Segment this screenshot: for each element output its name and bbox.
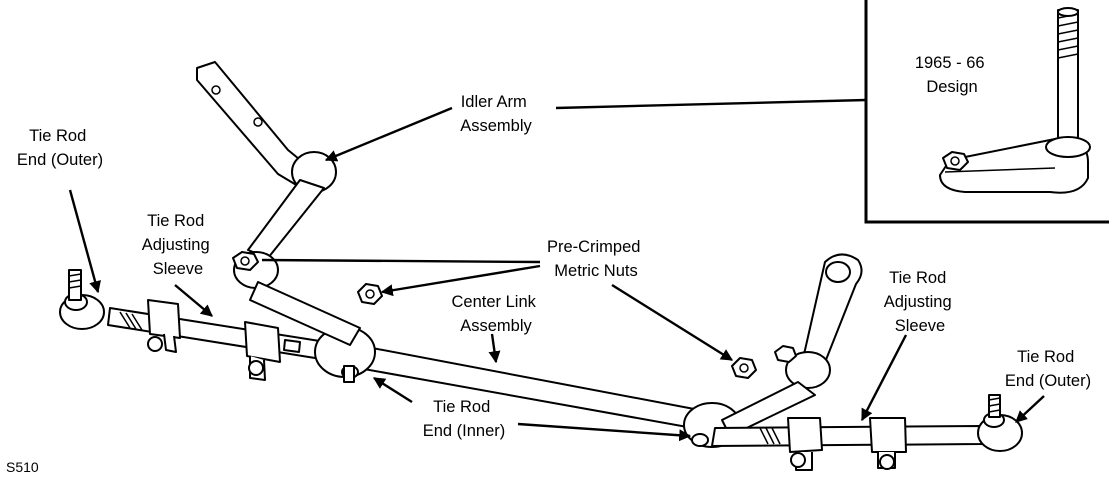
label-tie-rod-sleeve-right: Tie Rod Adjusting Sleeve — [884, 269, 956, 335]
label-pre-crimped-nuts: Pre-Crimped Metric Nuts — [547, 238, 645, 280]
inset-box — [864, 0, 1109, 224]
metric-nut-left — [357, 283, 383, 305]
label-idler-arm: Idler Arm Assembly — [460, 93, 532, 135]
tie-rod-assembly-left — [59, 269, 346, 381]
label-tie-rod-end-inner: Tie Rod End (Inner) — [423, 398, 506, 440]
label-tie-rod-end-outer-right: Tie Rod End (Outer) — [1005, 348, 1091, 390]
leader-lines — [68, 98, 1045, 442]
pitman-arm-right — [721, 253, 863, 437]
metric-nut-right — [731, 357, 757, 379]
label-tie-rod-sleeve-left: Tie Rod Adjusting Sleeve — [142, 212, 214, 278]
label-inset-design: 1965 - 66 Design — [915, 54, 989, 96]
tie-rod-assembly-right — [711, 394, 1023, 471]
label-tie-rod-end-outer-left: Tie Rod End (Outer) — [17, 127, 103, 169]
figure-code: S510 — [6, 459, 39, 475]
idler-arm-assembly — [196, 61, 361, 346]
label-center-link: Center Link Assembly — [452, 293, 541, 335]
center-link-assembly — [314, 326, 741, 448]
